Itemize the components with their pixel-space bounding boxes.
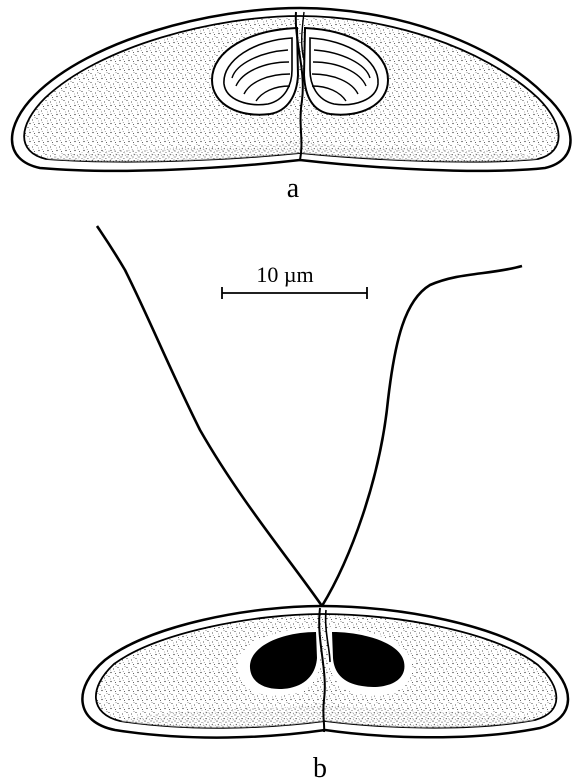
cell-b	[82, 606, 568, 738]
panel-a-label: a	[287, 173, 300, 204]
scale-bar-label: 10 µm	[256, 262, 313, 287]
cell-a	[12, 8, 571, 171]
scale-bar	[222, 287, 367, 299]
panel-b-label: b	[313, 753, 327, 784]
flagellum-right	[322, 266, 522, 606]
